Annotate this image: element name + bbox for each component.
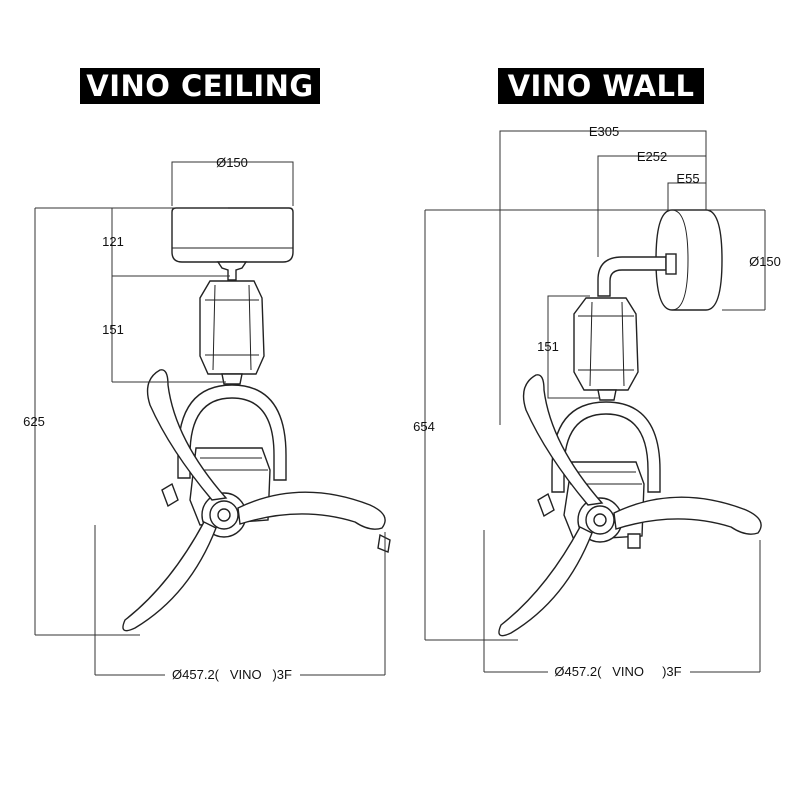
wall-plate-edge xyxy=(671,209,689,311)
label-wall-blade-span: Ø457.2( VINO )3F xyxy=(554,664,681,679)
wall-motor-facets xyxy=(578,301,634,387)
wall-pivot xyxy=(597,389,617,401)
label-ceiling-canopy-height: 121 xyxy=(102,234,124,249)
wall-blade-clip-right xyxy=(627,533,641,549)
ceiling-motor-housing xyxy=(199,280,265,375)
label-wall-e55: E55 xyxy=(676,171,699,186)
ceiling-blade-upper xyxy=(146,369,228,501)
rear-housing-lines xyxy=(196,457,268,471)
label-ceiling-motor-height: 151 xyxy=(102,322,124,337)
label-wall-plate-diameter: Ø150 xyxy=(749,254,781,269)
wall-motor-housing xyxy=(573,297,639,391)
ceiling-dimensions xyxy=(34,161,386,676)
ceiling-title: VINO CEILING xyxy=(80,68,320,104)
wall-blade-right xyxy=(613,496,762,535)
ceiling-fan-drawing xyxy=(122,207,391,632)
wall-blade-upper xyxy=(522,374,604,506)
dim-ceiling-diameter xyxy=(171,161,294,206)
ceiling-blade-right xyxy=(237,491,386,530)
ceiling-downrod xyxy=(216,261,248,281)
ceiling-hub-cap xyxy=(217,508,231,522)
ceiling-canopy xyxy=(171,207,294,263)
label-ceiling-total-height: 625 xyxy=(23,414,45,429)
label-ceiling-blade-span: Ø457.2( VINO )3F xyxy=(172,667,292,682)
label-wall-e252: E252 xyxy=(637,149,667,164)
ceiling-blade-clip-right xyxy=(377,533,391,553)
ceiling-blade-clip-left xyxy=(161,482,179,508)
ceiling-pivot xyxy=(221,373,243,385)
wall-bracket-arm xyxy=(597,256,667,297)
wall-bracket-mount xyxy=(665,253,677,275)
motor-facets xyxy=(205,284,259,371)
label-ceiling-diameter: Ø150 xyxy=(216,155,248,170)
wall-hub-cap xyxy=(593,513,607,527)
dim-wall-e252 xyxy=(597,155,706,257)
wall-fan-drawing xyxy=(498,209,762,637)
wall-title: VINO WALL xyxy=(498,68,704,104)
wall-blade-clip-left xyxy=(537,492,555,518)
label-wall-total-height: 654 xyxy=(413,419,435,434)
label-wall-e305: E305 xyxy=(589,124,619,139)
wall-blade-lower xyxy=(498,526,593,637)
dim-wall-motor xyxy=(547,295,600,399)
dim-wall-e305 xyxy=(499,130,707,425)
wall-dimensions xyxy=(424,130,766,673)
wall-yoke xyxy=(551,401,661,493)
ceiling-blade-lower xyxy=(122,521,217,632)
dim-wall-e55 xyxy=(667,182,706,210)
label-wall-motor-height: 151 xyxy=(537,339,559,354)
wall-plate xyxy=(655,209,723,311)
